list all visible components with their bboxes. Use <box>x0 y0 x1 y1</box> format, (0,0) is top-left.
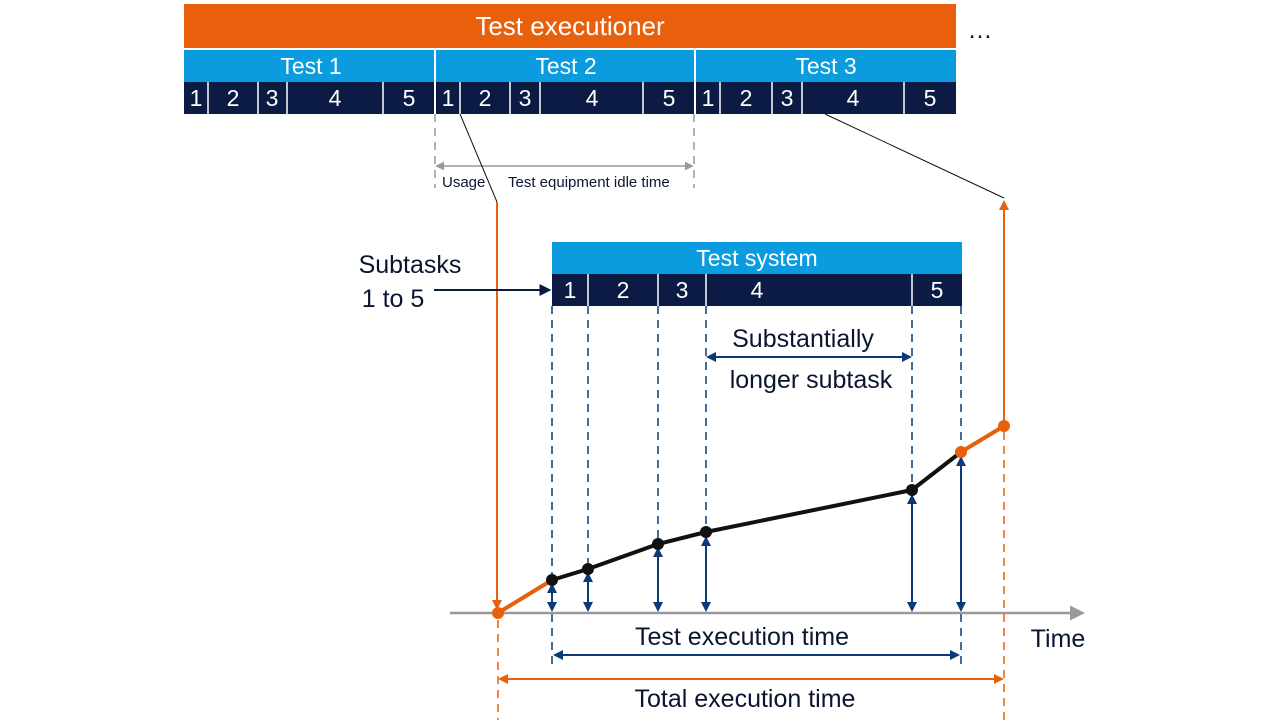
progress-point-4 <box>700 526 712 538</box>
subtasks-label-line2: 1 to 5 <box>362 285 425 313</box>
orange-progress-end <box>959 424 1006 454</box>
subtasks-label-line1: Subtasks <box>359 251 462 279</box>
test-execution-time-label: Test execution time <box>635 623 849 651</box>
test-1-label: Test 1 <box>280 53 341 79</box>
black-progress-line <box>551 450 963 582</box>
progress-point-origin <box>492 607 504 619</box>
total-time-dashed-guides <box>497 432 1005 720</box>
test-2-dashed-guides <box>434 114 695 188</box>
t3-subtask-2: 2 <box>740 85 753 111</box>
progress-point-1 <box>546 574 558 586</box>
t2-subtask-4: 4 <box>586 85 599 111</box>
test-system-bar <box>552 242 962 274</box>
progress-point-6 <box>955 446 967 458</box>
longer-subtask-label-line2: longer subtask <box>730 366 893 394</box>
usage-label: Usage <box>442 174 485 191</box>
orange-progress-start <box>496 578 554 615</box>
test-system-separators <box>587 274 913 306</box>
t2-subtask-3: 3 <box>519 85 532 111</box>
t2-subtask-5: 5 <box>663 85 676 111</box>
ts-subtask-4: 4 <box>751 277 764 303</box>
t1-subtask-3: 3 <box>266 85 279 111</box>
t1-subtask-2: 2 <box>227 85 240 111</box>
t3-subtask-3: 3 <box>781 85 794 111</box>
idle-time-label: Test equipment idle time <box>508 174 670 191</box>
longer-subtask-label-line1: Substantially <box>732 325 874 353</box>
ellipsis-more: … <box>968 16 993 44</box>
total-execution-time-label: Total execution time <box>635 685 856 713</box>
t3-subtask-4: 4 <box>847 85 860 111</box>
t3-subtask-5: 5 <box>924 85 937 111</box>
t2-subtask-2: 2 <box>479 85 492 111</box>
subtask-row-separators <box>207 50 905 114</box>
test-2-label: Test 2 <box>535 53 596 79</box>
test-system-title: Test system <box>696 245 817 271</box>
test-3-label: Test 3 <box>795 53 856 79</box>
progress-point-end <box>998 420 1010 432</box>
t1-subtask-4: 4 <box>329 85 342 111</box>
test-1-bar <box>184 50 434 82</box>
progress-point-2 <box>582 563 594 575</box>
subtask-row-bar <box>184 82 956 114</box>
test-executioner-bar <box>184 4 956 48</box>
t3-subtask-1: 1 <box>702 85 715 111</box>
subtask-height-arrows <box>547 456 966 612</box>
test-2-bar <box>436 50 694 82</box>
ts-subtask-3: 3 <box>676 277 689 303</box>
progress-point-5 <box>906 484 918 496</box>
t2-subtask-1: 1 <box>442 85 455 111</box>
test-executioner-label: Test executioner <box>475 11 665 41</box>
ts-subtask-5: 5 <box>931 277 944 303</box>
zoom-connector-left <box>459 113 498 203</box>
ts-subtask-2: 2 <box>617 277 630 303</box>
t1-subtask-5: 5 <box>403 85 416 111</box>
progress-point-3 <box>652 538 664 550</box>
ts-subtask-1: 1 <box>564 277 577 303</box>
time-axis-label: Time <box>1031 625 1086 653</box>
t1-subtask-1: 1 <box>190 85 203 111</box>
test-system-subtask-row <box>552 274 962 306</box>
zoom-connector-right <box>824 113 1005 199</box>
test-3-bar <box>696 50 956 82</box>
